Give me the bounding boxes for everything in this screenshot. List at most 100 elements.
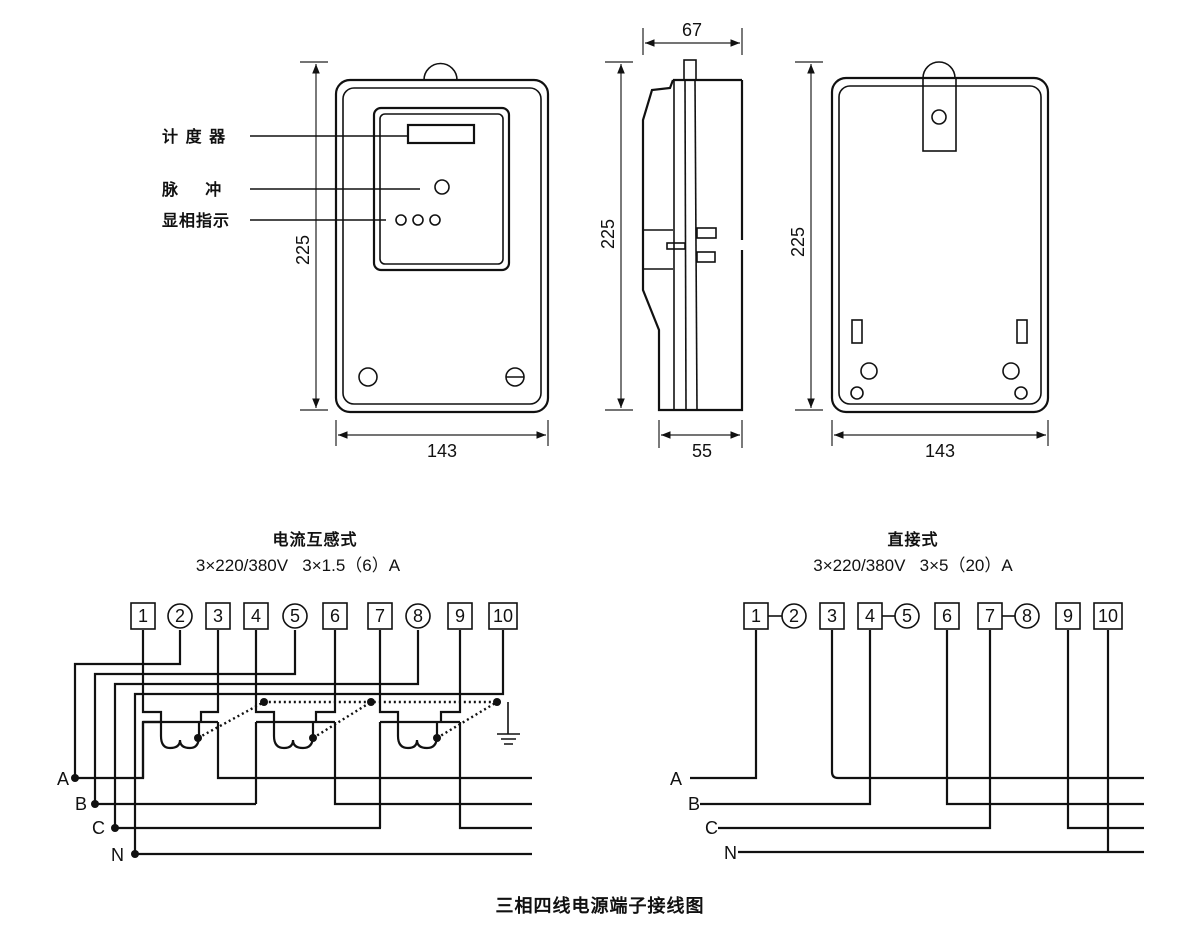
foot-left [850,386,864,400]
terminal-5: 5 [894,603,920,629]
terminal-label: 7 [985,606,995,626]
drop-3 [199,630,220,722]
terminal-circle [282,603,308,629]
terminal-label: 2 [175,606,185,626]
terminal-box [243,602,269,630]
terminal-1: 1 [743,602,769,630]
line-label-c: C [705,818,718,838]
terminal-box [488,602,518,630]
pulse-led [434,179,450,195]
terminal-3: 3 [819,602,845,630]
terminal-10: 10 [488,602,518,630]
terminal-6: 6 [934,602,960,630]
ct1-coil [159,722,201,750]
terminal-label: 9 [1063,606,1073,626]
terminal-label: 7 [375,606,385,626]
wire-c-out [458,722,532,830]
terminal-circle [405,603,431,629]
wire-a [690,630,758,780]
drop-9 [439,630,462,722]
terminal-4: 4 [857,602,883,630]
terminal-7: 7 [977,602,1003,630]
ct2-coil [272,722,315,750]
terminal-label: 1 [751,606,761,626]
terminal-label: 4 [251,606,261,626]
phase-led-c [429,214,441,226]
terminal-circle [167,603,193,629]
side-tab [696,227,717,239]
terminal-1: 1 [130,602,156,630]
terminal-label: 5 [902,606,912,626]
terminal-label: 1 [138,606,148,626]
terminal-box [934,602,960,630]
slot-right [1016,319,1028,344]
drop-6 [314,630,337,722]
terminal-box [367,602,393,630]
label-pulse: 脉 冲 [161,180,222,199]
front-width-dim: 143 [427,441,457,461]
drop-1 [141,630,163,722]
terminal-5: 5 [282,603,308,629]
line-label-b: B [688,794,700,814]
drop-7 [378,630,400,722]
mount-hole-left [860,362,878,380]
ct-spec: 3×220/380V 3×1.5（6）A [196,556,401,575]
terminal-label: 6 [942,606,952,626]
side-height-dim: 225 [598,219,618,249]
wire-b-out [333,722,532,806]
terminal-8: 8 [405,603,431,629]
wire-c-volt [113,630,420,828]
register-display [406,123,476,145]
drop-4 [254,630,276,722]
label-register: 计 度 器 [162,127,226,146]
terminal-box [447,602,473,630]
terminal-label: 3 [827,606,837,626]
terminal-box [1093,602,1123,630]
terminal-8: 8 [1014,603,1040,629]
wire-b-volt [93,630,297,804]
front-height-dim: 225 [293,235,313,265]
housing-inner [342,87,542,405]
terminal-label: 8 [1022,606,1032,626]
line-label-n: N [724,843,737,863]
side-top-dim: 67 [682,20,702,40]
back-hanger-top [922,61,956,79]
wire-c [718,630,992,830]
label-phase-indicator: 显相指示 [162,211,230,230]
terminal-box [819,602,845,630]
terminal-label: 8 [413,606,423,626]
hanger-hole [931,109,947,125]
wire-a-in [75,720,161,780]
terminal-label: 5 [290,606,300,626]
side-hanger [683,59,697,81]
secondary-link-2 [312,700,372,740]
terminal-9: 9 [1055,602,1081,630]
wire-n-volt [133,630,505,854]
mount-hole-right [1002,362,1020,380]
ground-icon [497,702,520,745]
terminal-2: 2 [781,603,807,629]
direct-title: 直接式 [887,530,938,549]
terminal-label: 10 [493,606,513,626]
wire-c-out [1066,630,1144,830]
side-bottom-dim: 55 [692,441,712,461]
wire-a-out [830,630,1144,780]
terminal-box [130,602,156,630]
back-width-dim: 143 [925,441,955,461]
back-housing-outer [830,76,1050,414]
side-profile [641,78,744,412]
terminal-3: 3 [205,602,231,630]
terminal-label: 2 [789,606,799,626]
secondary-link-3 [436,700,498,740]
wire-a-volt [73,630,182,778]
diagram-caption: 三相四线电源端子接线图 [496,895,705,917]
ct3-coil [396,722,439,750]
wire-b-out [945,630,1144,806]
line-label-c: C [92,818,105,838]
terminal-2: 2 [167,603,193,629]
